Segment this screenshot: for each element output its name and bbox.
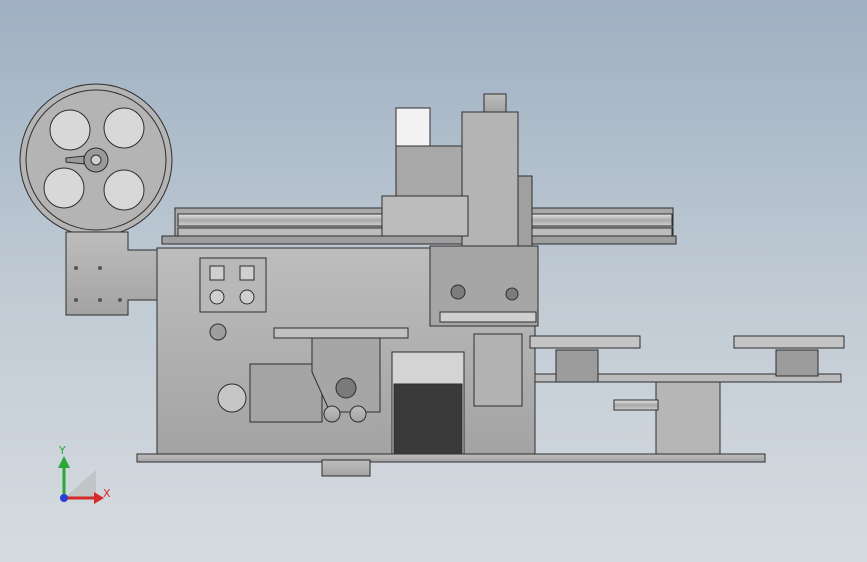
reel-bracket (65, 231, 158, 316)
reel-hole (103, 107, 145, 149)
head-cap (483, 93, 507, 113)
base-foot (321, 459, 371, 477)
switch-button[interactable] (209, 265, 225, 281)
cam-wheel (335, 377, 357, 399)
roller (323, 405, 341, 423)
reel-hole (43, 167, 85, 209)
conveyor-arm (733, 335, 845, 349)
conveyor-arm (529, 335, 641, 349)
pulley (555, 349, 599, 383)
tape-reel (19, 83, 173, 237)
roller (349, 405, 367, 423)
switch-button[interactable] (239, 265, 255, 281)
cylinder-rod (613, 399, 659, 411)
reel-hole (103, 169, 145, 211)
support-column (655, 381, 721, 455)
knob[interactable] (209, 289, 225, 305)
x-axis-label: X (103, 487, 111, 500)
coordinate-triad: Y X (58, 444, 111, 504)
motor-block (249, 363, 323, 423)
x-axis-arrow (94, 492, 104, 504)
base-plate (136, 453, 766, 463)
cam-plate (273, 327, 409, 339)
adjust-knob[interactable] (209, 323, 227, 341)
dial-gauge (217, 383, 247, 413)
label-sensor (395, 107, 431, 151)
reel-hole (49, 109, 91, 151)
drive-motor (393, 383, 463, 455)
y-axis-label: Y (58, 444, 66, 457)
print-head-housing (461, 111, 519, 247)
knob[interactable] (239, 289, 255, 305)
guide-rail (439, 311, 537, 323)
y-axis-arrow (58, 456, 70, 468)
pulley (775, 349, 819, 377)
applicator-block (473, 333, 523, 407)
z-axis-dot (60, 494, 68, 502)
head-carriage (395, 145, 463, 199)
